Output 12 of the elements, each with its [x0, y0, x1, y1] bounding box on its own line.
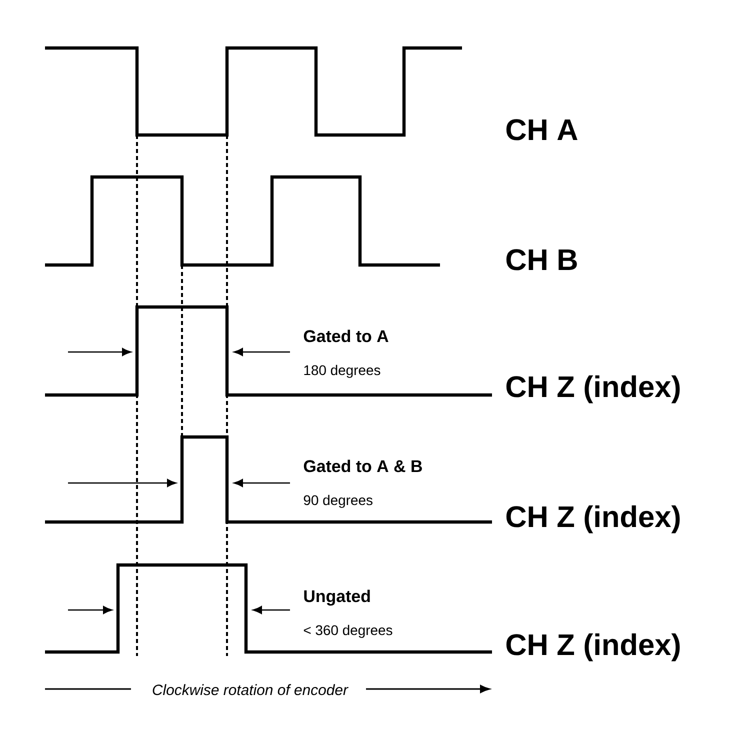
gating-label: Gated to A [304, 330, 388, 342]
angle-label: < 360 degrees [304, 624, 392, 638]
channel-label: CH Z (index) [506, 375, 680, 404]
angle-label: 180 degrees [304, 364, 380, 378]
channel-label: CH B [506, 249, 577, 270]
channel-label: CH Z (index) [506, 505, 680, 534]
angle-label: 90 degrees [304, 494, 372, 508]
direction-caption: Clockwise rotation of encoder [152, 684, 348, 696]
gating-label: Ungated [304, 590, 370, 606]
channel-label: CH A [506, 119, 578, 140]
channel-label: CH Z (index) [506, 633, 680, 662]
gating-label: Gated to A & B [304, 460, 422, 472]
